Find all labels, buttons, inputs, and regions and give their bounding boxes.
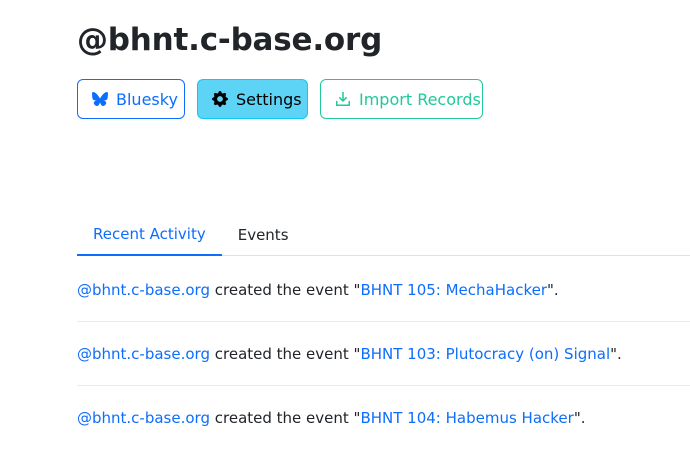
download-icon	[335, 91, 351, 107]
tab-events[interactable]: Events	[237, 225, 289, 244]
action-buttons: Bluesky Settings Import Records	[77, 79, 483, 119]
butterfly-icon	[92, 91, 108, 107]
list-item: @bhnt.c-base.org created the event "BHNT…	[77, 322, 690, 386]
list-item: @bhnt.c-base.org created the event "BHNT…	[77, 258, 690, 322]
page-title: @bhnt.c-base.org	[77, 22, 383, 58]
import-records-button[interactable]: Import Records	[320, 79, 483, 119]
actor-link[interactable]: @bhnt.c-base.org	[77, 344, 210, 363]
bluesky-button[interactable]: Bluesky	[77, 79, 185, 119]
activity-suffix: ".	[573, 409, 586, 427]
actor-link[interactable]: @bhnt.c-base.org	[77, 409, 210, 427]
activity-suffix: ".	[610, 344, 622, 363]
settings-button-label: Settings	[236, 89, 302, 109]
activity-text: created the event "	[209, 409, 361, 427]
actor-link[interactable]: @bhnt.c-base.org	[77, 280, 210, 299]
activity-text: created the event "	[209, 344, 361, 363]
event-link[interactable]: BHNT 105: MechaHacker	[360, 280, 547, 299]
activity-text: created the event "	[209, 280, 361, 299]
gear-icon	[212, 91, 228, 107]
tab-bar: Recent Activity Events	[77, 214, 690, 256]
event-link[interactable]: BHNT 104: Habemus Hacker	[360, 409, 574, 427]
activity-list: @bhnt.c-base.org created the event "BHNT…	[77, 258, 690, 450]
settings-button[interactable]: Settings	[197, 79, 308, 119]
tab-recent-activity[interactable]: Recent Activity	[77, 214, 222, 256]
list-item: @bhnt.c-base.org created the event "BHNT…	[77, 386, 690, 450]
bluesky-button-label: Bluesky	[116, 89, 178, 109]
import-records-button-label: Import Records	[359, 89, 481, 109]
activity-suffix: ".	[547, 280, 559, 299]
event-link[interactable]: BHNT 103: Plutocracy (on) Signal	[360, 344, 611, 363]
